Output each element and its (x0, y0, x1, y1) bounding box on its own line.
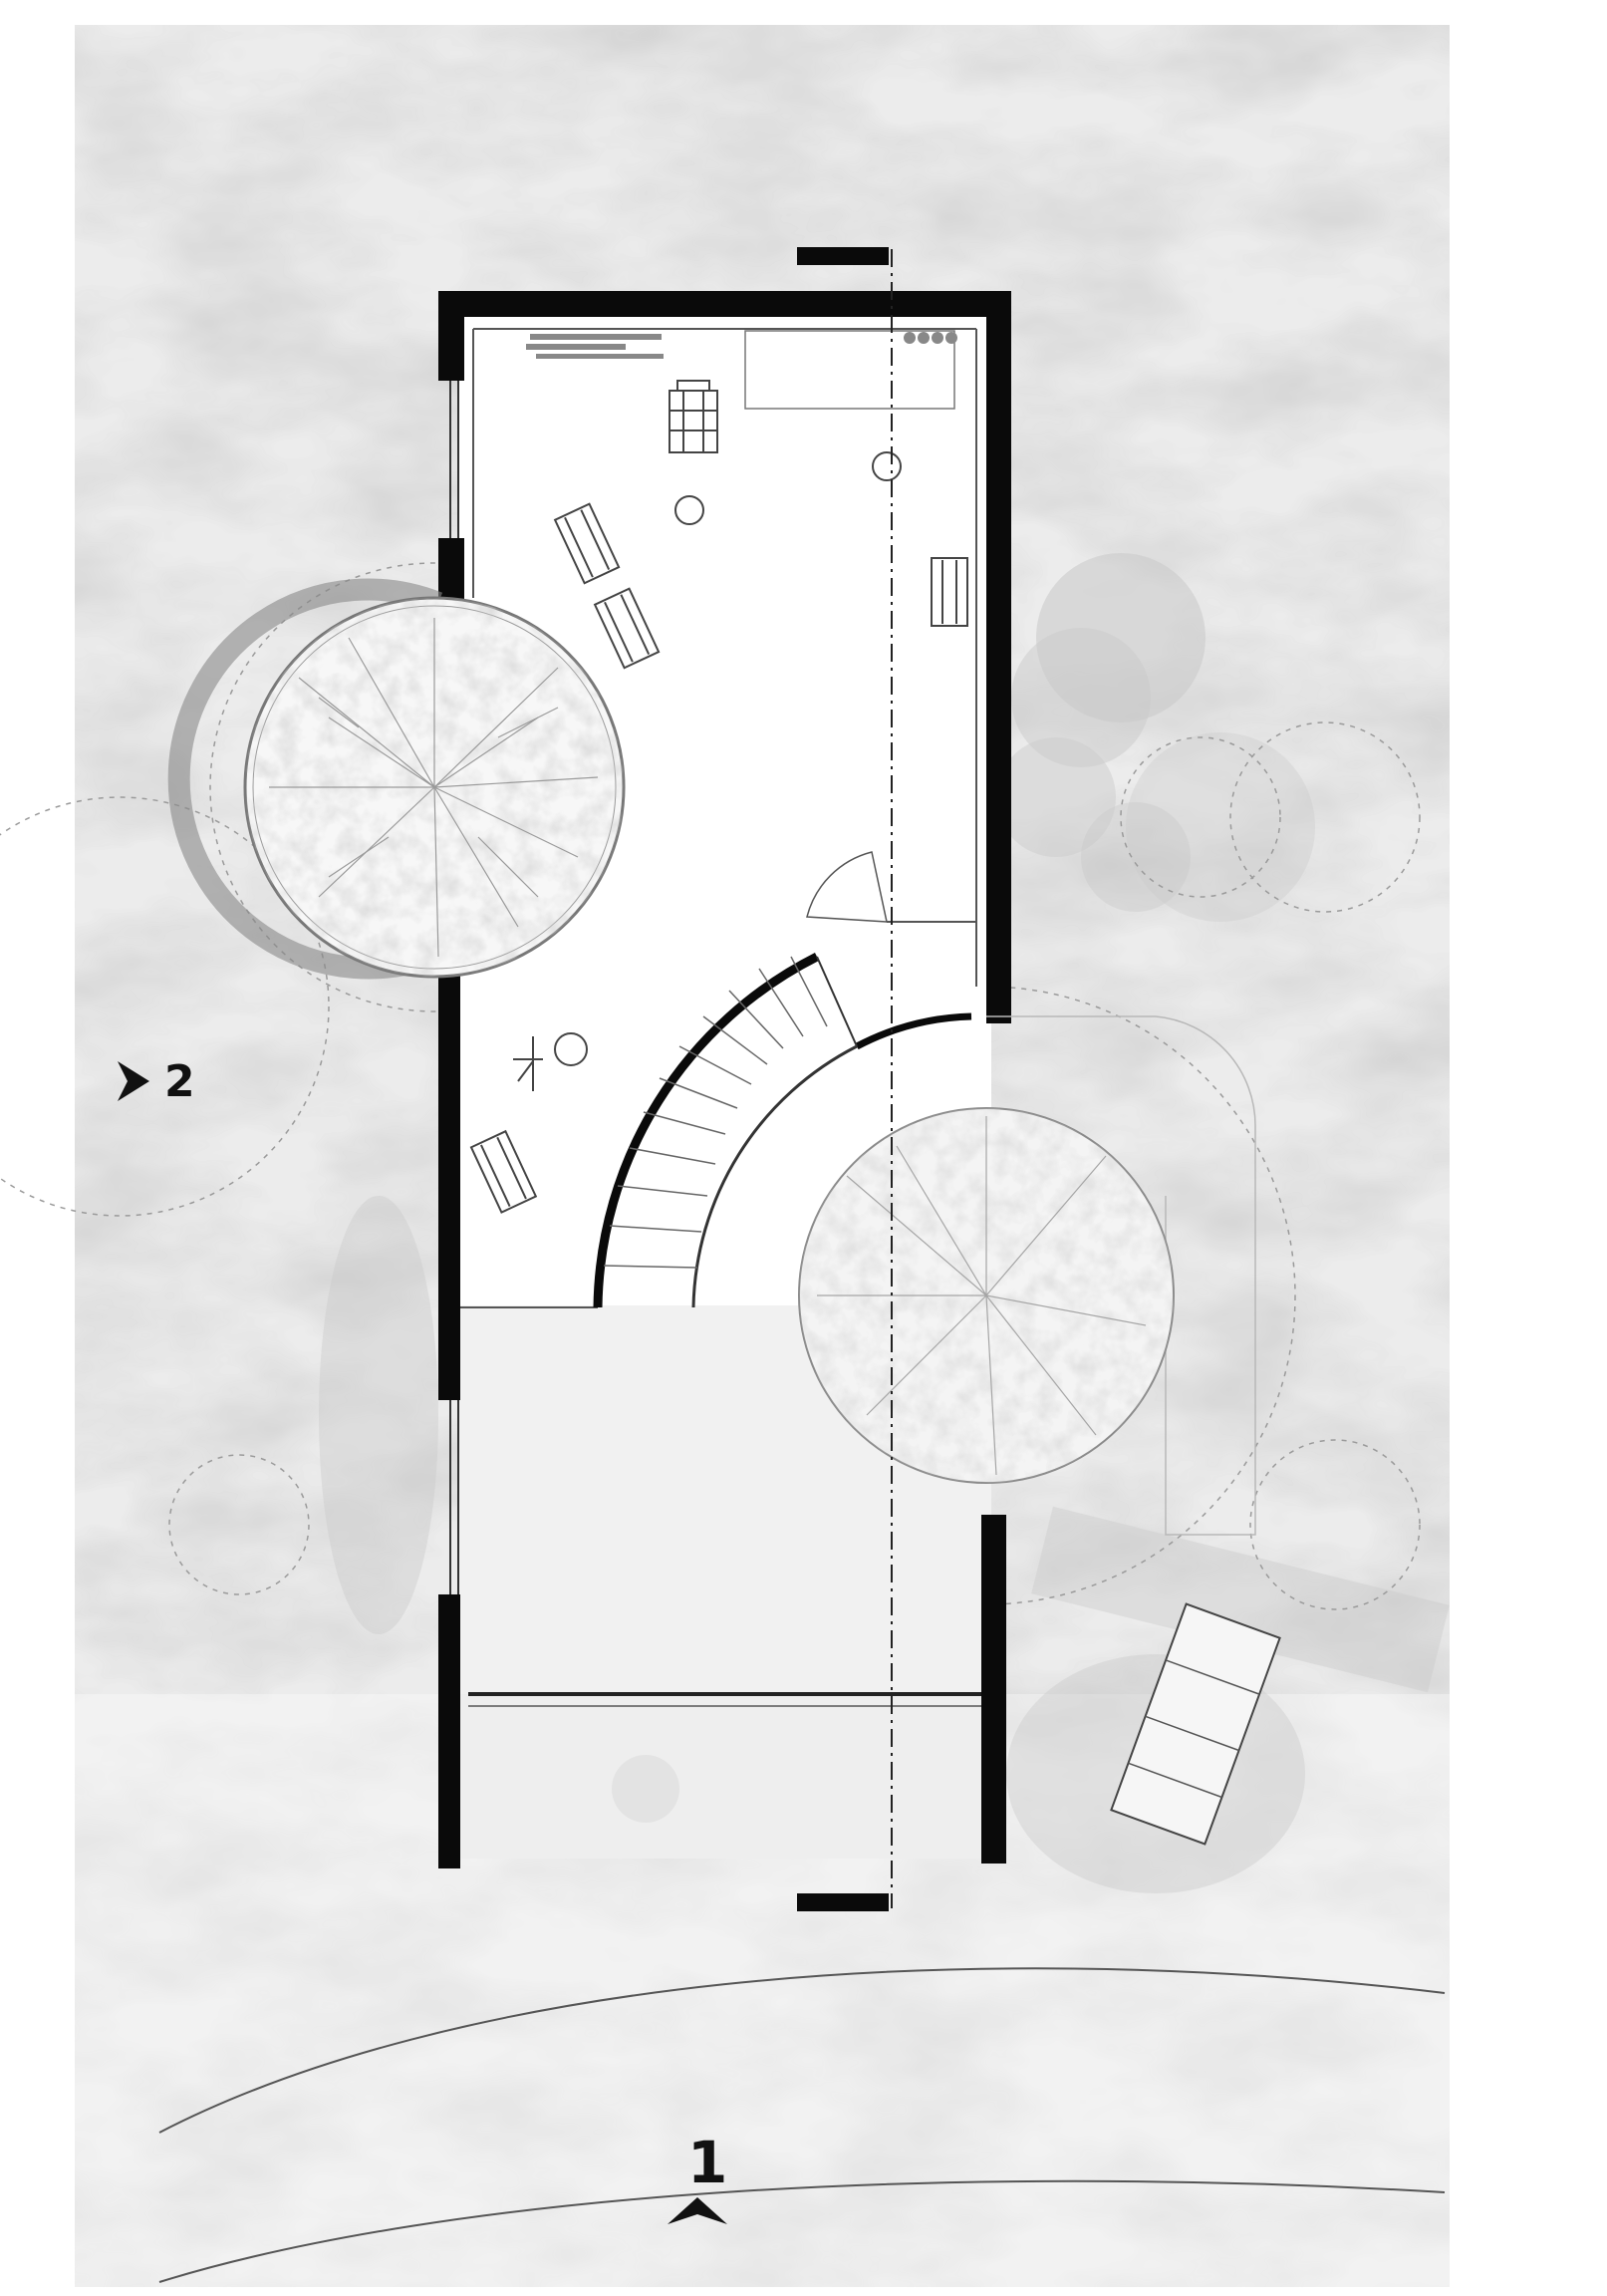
section-label-2: 2 (164, 1056, 195, 1107)
tree-courtyard-bottom (798, 1015, 1256, 1536)
tree-icon (817, 1116, 1147, 1476)
stove-burners (904, 332, 957, 344)
door-swing (806, 851, 888, 923)
chair-icon (469, 1129, 538, 1214)
chair-icon (593, 587, 661, 670)
site-curves (158, 1967, 1446, 2283)
building (438, 247, 1011, 1911)
stair (593, 851, 976, 1308)
easel-icon (513, 1036, 543, 1091)
walls (438, 247, 1011, 1911)
counter (744, 330, 955, 410)
windows (449, 381, 459, 1594)
stool-icon (674, 495, 704, 525)
shelf (526, 334, 664, 359)
bench-icon (1110, 1602, 1281, 1846)
section-label-1: 1 (687, 2129, 727, 2196)
table-icon (669, 380, 718, 453)
section-marker-1: 1 (668, 2129, 727, 2224)
tree-icon (269, 618, 599, 958)
stool-icon (872, 451, 902, 481)
chair-icon (931, 557, 968, 627)
section-arrow-icon (668, 2197, 727, 2224)
section-marker-2: 2 (118, 1056, 195, 1107)
tree-courtyard-top (167, 578, 626, 980)
furniture (469, 380, 968, 1214)
section-arrow-icon (118, 1061, 149, 1101)
chair-icon (553, 502, 621, 585)
stair-treads (603, 956, 828, 1269)
stool-icon (554, 1032, 588, 1066)
